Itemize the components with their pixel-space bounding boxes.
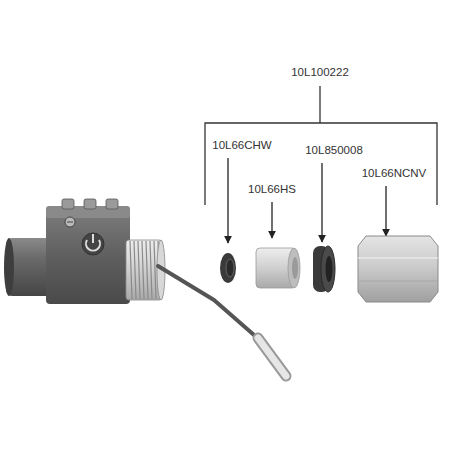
part-number: 10L100222 — [291, 66, 349, 79]
part-number: 10L850008 — [305, 144, 363, 157]
part-number: 10L66HS — [248, 183, 296, 196]
part-number: 10L66NCNV — [362, 167, 427, 180]
thread-stroke — [134, 241, 136, 299]
hex-nut — [358, 236, 438, 302]
part-number: 10L66CHW — [212, 139, 271, 152]
thread-stroke — [138, 241, 140, 299]
hose-sleeve — [256, 248, 300, 288]
seal-washer — [313, 246, 335, 292]
thread-stroke — [146, 241, 148, 299]
valve-body — [4, 199, 130, 304]
thread-stroke — [150, 241, 152, 299]
check-washer — [220, 253, 236, 283]
thread-stroke — [154, 241, 156, 299]
group-bracket — [205, 86, 437, 205]
thread-stroke — [130, 241, 132, 299]
threaded-end — [126, 240, 165, 300]
thread-stroke — [142, 241, 144, 299]
